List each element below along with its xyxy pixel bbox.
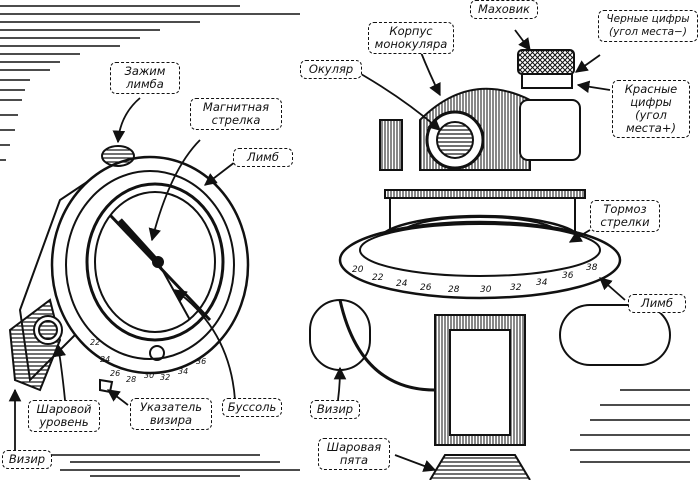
label-limb-left: Лимб [233,148,293,167]
label-compass: Буссоль [222,398,282,417]
label-line: (угол места−) [609,26,687,38]
label-black-digits: Черные цифры (угол места−) [598,10,698,42]
label-line: пята [339,453,369,467]
scale-number: 26 [110,369,120,378]
label-line: монокуляра [374,37,448,51]
label-line: стрелка [211,113,261,127]
scale-number: 36 [196,357,206,366]
label-monocular-body: Корпус монокуляра [368,22,454,54]
scale-number: 34 [178,367,188,376]
label-sight-right: Визир [310,400,360,419]
label-line: стрелки [600,215,650,229]
label-line: Черные цифры [606,13,690,25]
label-line: Шаровая [326,440,382,454]
scale-number: 24 [100,355,110,364]
scale-number: 22 [90,338,100,347]
label-eyepiece: Окуляр [300,60,362,79]
label-line: Визир [8,452,46,466]
goniometer-right-view [309,49,671,481]
label-needle-brake: Тормоз стрелки [590,200,660,232]
scale-number: 32 [510,283,522,293]
label-line: Указатель [139,400,203,414]
label-line: Окуляр [308,62,354,76]
label-line: Буссоль [227,400,277,414]
label-sight-left: Визир [2,450,52,469]
compass-scale: 22 24 26 28 30 32 34 36 [90,338,206,384]
label-line: Магнитная [202,100,270,114]
label-line: Красные [624,82,678,96]
compass-left-view [8,145,250,394]
label-line: Лимб [641,296,673,310]
label-line: (угол [635,108,667,122]
label-flywheel: Маховик [470,0,538,19]
scale-number: 30 [480,285,492,295]
label-ball-level: Шаровой уровень [28,400,100,432]
background-hatching [0,5,690,477]
label-limb-right: Лимб [628,294,686,313]
label-limb-clamp: Зажим лимба [110,62,180,94]
scale-number: 26 [420,283,432,293]
leader-arrows [8,29,626,472]
label-line: Шаровой [36,402,92,416]
scale-number: 34 [536,278,548,288]
label-line: Зажим [124,64,166,78]
label-line: Тормоз [603,202,647,216]
label-sight-pointer: Указатель визира [130,398,212,430]
label-line: лимба [126,77,164,91]
scale-number: 32 [160,373,170,382]
label-line: цифры [630,95,672,109]
label-line: Визир [316,402,354,416]
scale-number: 38 [586,263,598,273]
label-line: уровень [39,415,89,429]
label-magnetic-needle: Магнитная стрелка [190,98,282,130]
label-line: визира [149,413,193,427]
scale-number: 20 [352,265,364,275]
label-ball-heel: Шаровая пята [318,438,390,470]
scale-number: 28 [448,285,460,295]
label-red-digits: Красные цифры (угол места+) [612,80,690,138]
label-line: Корпус [389,24,433,38]
scale-number: 22 [372,273,384,283]
scale-number: 28 [126,375,136,384]
goniometer-scale: 20 22 24 26 28 30 32 34 36 38 [352,263,598,295]
scale-number: 36 [562,271,574,281]
label-line: Лимб [247,150,279,164]
scale-number: 24 [396,279,408,289]
label-line: Маховик [477,2,530,16]
label-line: места+) [626,121,676,135]
scale-number: 30 [144,371,154,380]
